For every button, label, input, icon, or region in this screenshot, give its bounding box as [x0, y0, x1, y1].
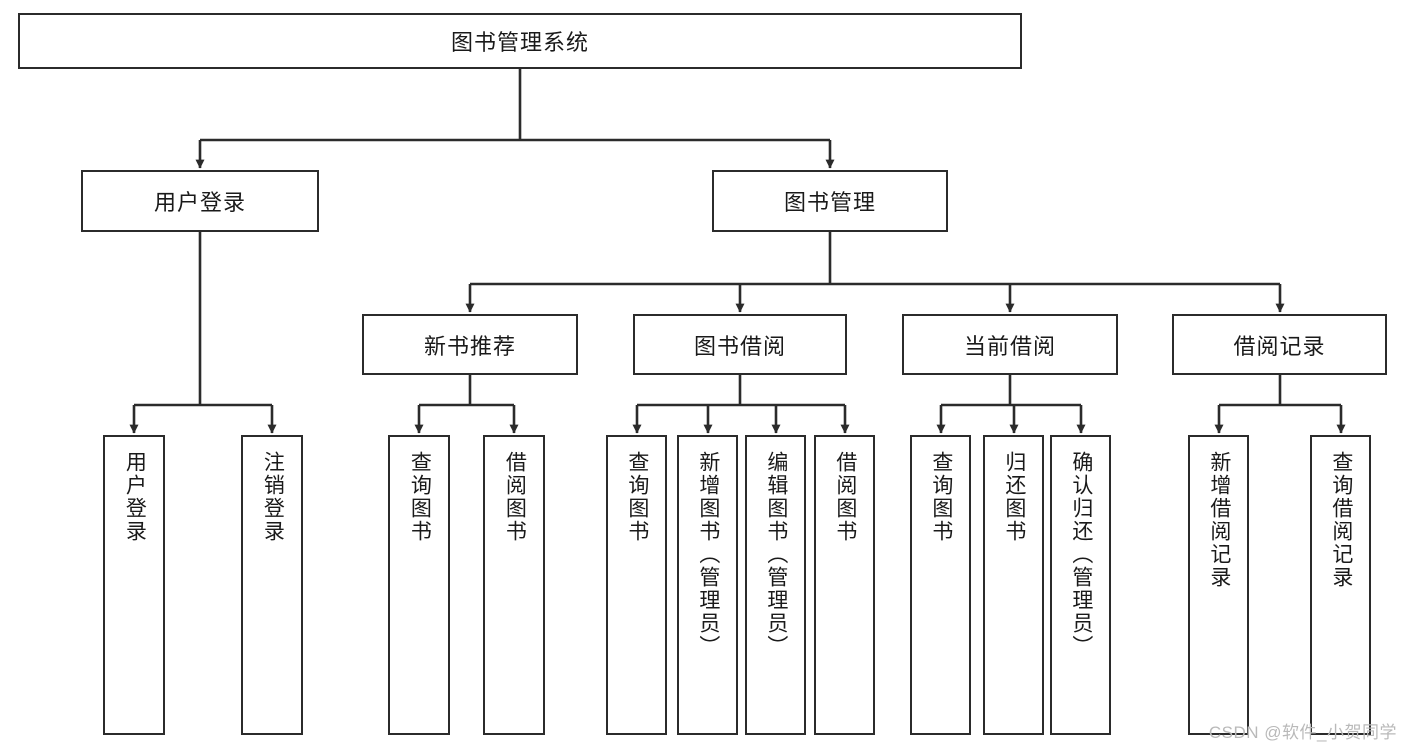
node-label: 借阅图书 [503, 451, 527, 543]
node-label: 用户登录 [153, 190, 246, 215]
node-label: 新增图书（管理员） [696, 451, 720, 658]
node-leaf-query-book-2[interactable]: 查询图书 [606, 435, 667, 735]
node-current-borrow[interactable]: 当前借阅 [902, 314, 1118, 375]
node-label: 注销登录 [261, 451, 285, 543]
node-label: 查询图书 [625, 451, 649, 543]
node-label: 图书管理 [783, 190, 876, 215]
node-new-book-rec[interactable]: 新书推荐 [362, 314, 578, 375]
node-borrow-record[interactable]: 借阅记录 [1172, 314, 1387, 375]
node-label: 归还图书 [1002, 451, 1026, 543]
node-label: 图书借阅 [693, 333, 786, 359]
node-label: 确认归还（管理员） [1069, 451, 1093, 658]
node-leaf-query-book-1[interactable]: 查询图书 [388, 435, 450, 735]
node-leaf-confirm-return[interactable]: 确认归还（管理员） [1050, 435, 1111, 735]
node-leaf-query-record[interactable]: 查询借阅记录 [1310, 435, 1371, 735]
edge-bus-user-login [134, 232, 272, 407]
node-label: 编辑图书（管理员） [764, 451, 788, 658]
edge-bus-new-book-rec [419, 375, 514, 407]
csdn-watermark: CSDN @软件_小贺同学 [1208, 723, 1397, 742]
edge-bus-book-borrow [637, 375, 845, 407]
node-leaf-borrow-book-1[interactable]: 借阅图书 [483, 435, 545, 735]
node-label: 查询借阅记录 [1329, 451, 1353, 589]
node-label: 当前借阅 [963, 333, 1056, 359]
node-label: 图书管理系统 [450, 30, 589, 55]
node-leaf-edit-book[interactable]: 编辑图书（管理员） [745, 435, 806, 735]
node-leaf-add-record[interactable]: 新增借阅记录 [1188, 435, 1249, 735]
edge-bus-current-borrow [941, 375, 1081, 407]
node-label: 借阅记录 [1233, 333, 1326, 359]
node-user-login[interactable]: 用户登录 [81, 170, 319, 232]
node-book-borrow[interactable]: 图书借阅 [633, 314, 847, 375]
node-label: 新书推荐 [423, 333, 516, 359]
node-label: 借阅图书 [833, 451, 857, 543]
node-leaf-user-login[interactable]: 用户登录 [103, 435, 165, 735]
node-label: 新增借阅记录 [1207, 451, 1231, 589]
node-book-manage[interactable]: 图书管理 [712, 170, 948, 232]
node-label: 查询图书 [929, 451, 953, 543]
edge-bus-book-manage [470, 232, 1280, 286]
edge-bus-borrow-record [1219, 375, 1341, 407]
edge-bus-root [200, 69, 830, 142]
node-leaf-return-book[interactable]: 归还图书 [983, 435, 1044, 735]
node-leaf-query-book-3[interactable]: 查询图书 [910, 435, 971, 735]
node-label: 用户登录 [123, 451, 147, 543]
node-leaf-add-book[interactable]: 新增图书（管理员） [677, 435, 738, 735]
node-leaf-borrow-book-2[interactable]: 借阅图书 [814, 435, 875, 735]
node-root[interactable]: 图书管理系统 [18, 13, 1022, 69]
node-label: 查询图书 [408, 451, 432, 543]
node-leaf-logout[interactable]: 注销登录 [241, 435, 303, 735]
